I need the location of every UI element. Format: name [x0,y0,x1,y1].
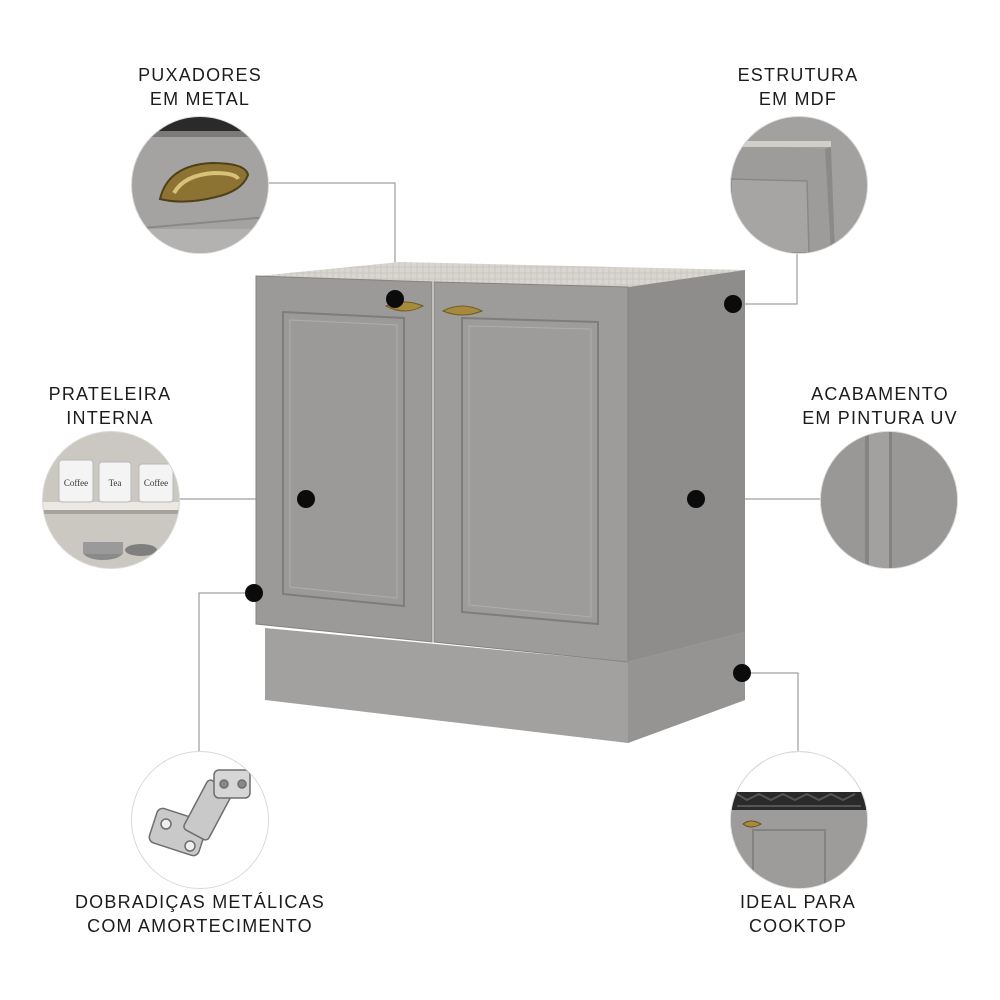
jar-label-coffee-2: Coffee [144,478,168,488]
structure-marker-dot [724,295,742,313]
hinge-icon [148,769,251,857]
hinges-marker-dot [245,584,263,602]
shelf-detail-image: Coffee Tea Coffee [42,431,180,569]
jar-label-tea: Tea [109,478,122,488]
left-door [255,275,433,643]
finish-detail-image [820,431,958,569]
cabinet-side [628,270,745,662]
right-handle-icon [441,305,484,316]
cabinet-plinth [265,628,745,743]
cooktop-grate-icon [736,792,861,807]
finish-marker-dot [687,490,705,508]
handles-detail-image [131,116,269,254]
right-door [433,281,629,663]
structure-detail-image [730,116,868,254]
handles-marker-dot [386,290,404,308]
cooktop-marker-dot [733,664,751,682]
brass-handle-icon [158,161,250,203]
cooktop-handle-icon [742,820,762,828]
cabinet-top [258,262,745,287]
shelf-marker-dot [297,490,315,508]
hinges-detail-image [131,751,269,889]
jar-label-coffee-1: Coffee [64,478,88,488]
cooktop-detail-image [730,751,868,889]
